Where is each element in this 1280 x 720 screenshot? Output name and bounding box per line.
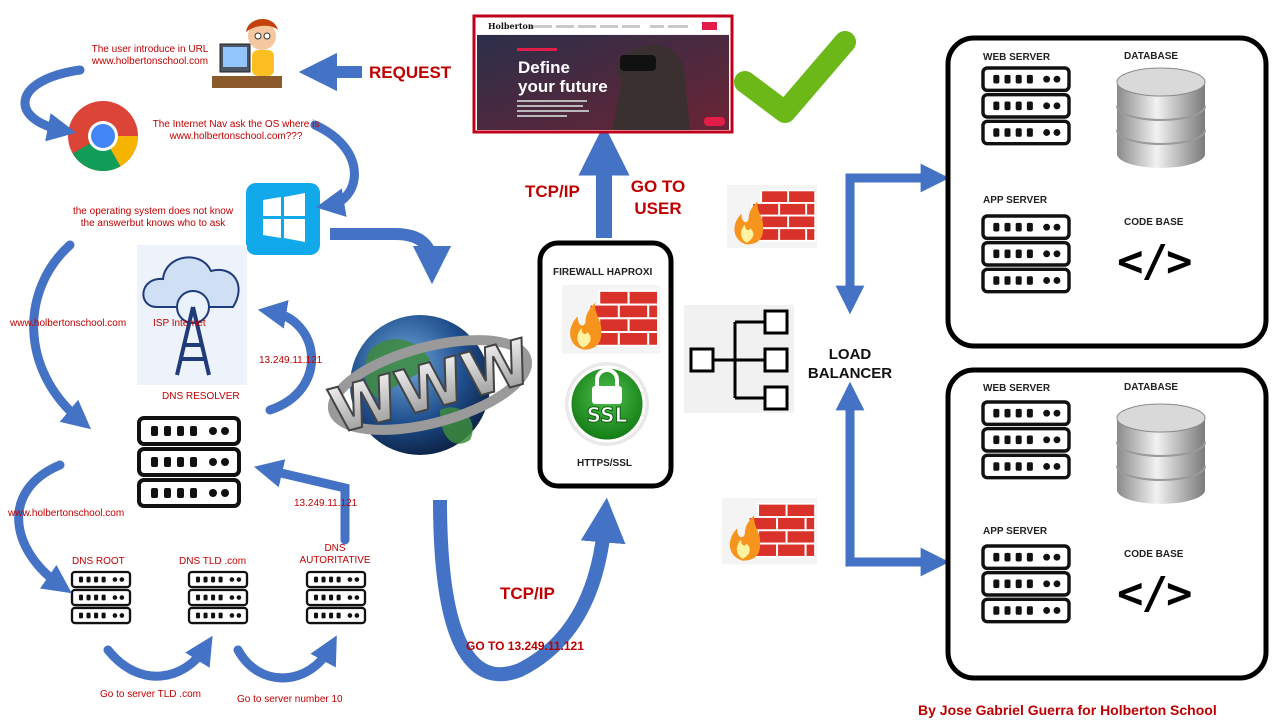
load-balancer-label: LOAD BALANCER (795, 345, 905, 383)
code-base-bottom-label: CODE BASE (1124, 549, 1184, 560)
database-bottom-label: DATABASE (1124, 382, 1179, 393)
resolver-url-label-2: www.holbertonschool.com (8, 508, 125, 519)
load-balancer-arrows (835, 163, 950, 577)
dns-authoritative-server-icon (305, 570, 367, 625)
user-step-text: The user introduce in URL www.holbertons… (70, 44, 230, 68)
go-to-server-number-label: Go to server number 10 (237, 694, 343, 705)
dns-tld-label: DNS TLD .com (179, 556, 247, 567)
load-balancer-line2: BALANCER (807, 365, 893, 382)
dns-root-server-icon (70, 570, 132, 625)
resolver-ip-return-2: 13.249.11.121 (294, 498, 358, 509)
website-preview (472, 14, 734, 134)
os-step-line1: the operating system does not know (72, 206, 234, 217)
go-to-user-line2: USER (634, 199, 682, 218)
code-base-top-label: CODE BASE (1124, 217, 1184, 228)
web-server-bottom-label: WEB SERVER (983, 383, 1051, 394)
go-to-user-label: GO TO USER (618, 176, 698, 220)
flow-arrows-left (14, 65, 359, 683)
dns-authoritative-label: DNS AUTORITATIVE (290, 543, 380, 567)
database-top-icon (1116, 67, 1206, 169)
browser-step-line2: www.holbertonschool.com??? (169, 131, 303, 142)
author-credit: By Jose Gabriel Guerra for Holberton Sch… (918, 702, 1217, 718)
code-base-top-icon: </> (1117, 236, 1192, 287)
web-server-bottom-icon (981, 400, 1071, 480)
os-step-text: the operating system does not know the a… (58, 206, 248, 230)
firewall-icon-top (726, 184, 818, 249)
isp-tower-icon (137, 245, 247, 385)
ssl-label: SSL (587, 403, 628, 427)
database-bottom-icon (1116, 403, 1206, 505)
user-at-computer-icon (212, 18, 282, 88)
isp-internet-label: ISP Internet (153, 318, 206, 329)
web-server-top-icon (981, 66, 1071, 146)
dns-resolver-label: DNS RESOLVER (162, 391, 240, 402)
os-to-www-arrow (330, 228, 452, 285)
app-server-bottom-icon (981, 544, 1071, 624)
chrome-browser-icon (68, 101, 138, 171)
dns-resolver-server-icon (137, 416, 241, 508)
go-to-ip-label: GO TO 13.249.11.121 (466, 639, 584, 653)
web-server-top-label: WEB SERVER (983, 52, 1051, 63)
dns-authoritative-line2: AUTORITATIVE (299, 555, 371, 566)
go-to-user-line1: GO TO (630, 177, 686, 196)
dns-tld-server-icon (187, 570, 249, 625)
browser-step-text: The Internet Nav ask the OS where is www… (136, 119, 336, 143)
website-brand: Holberton (488, 21, 534, 31)
go-to-tld-label: Go to server TLD .com (100, 689, 201, 700)
app-server-bottom-label: APP SERVER (983, 526, 1048, 537)
app-server-top-label: APP SERVER (983, 195, 1048, 206)
windows-os-icon (246, 183, 320, 255)
ssl-lock-icon: SSL (565, 362, 649, 446)
https-ssl-label: HTTPS/SSL (577, 458, 633, 469)
website-headline-1: Define (518, 58, 570, 77)
database-top-label: DATABASE (1124, 51, 1179, 62)
user-step-line1: The user introduce in URL (91, 44, 209, 55)
load-balancer-line1: LOAD (828, 346, 872, 363)
firewall-icon (561, 284, 661, 355)
firewall-haproxy-title: FIREWALL HAPROXI (553, 267, 653, 278)
os-step-line2: the answerbut knows who to ask (80, 218, 226, 229)
load-balancer-icon (684, 305, 794, 413)
resolver-url-label-1: www.holbertonschool.com (10, 318, 127, 329)
tcpip-bottom-label: TCP/IP (500, 584, 555, 603)
website-headline-2: your future (518, 77, 608, 96)
tcpip-top-label: TCP/IP (525, 182, 580, 201)
resolver-ip-return-1: 13.249.11.121 (259, 355, 323, 366)
browser-step-line1: The Internet Nav ask the OS where is (152, 119, 320, 130)
dns-authoritative-line1: DNS (324, 543, 346, 554)
code-base-bottom-icon: </> (1117, 568, 1192, 619)
request-label: REQUEST (369, 63, 452, 82)
user-step-line2: www.holbertonschool.com (91, 56, 209, 67)
www-globe-icon: WWW (321, 315, 540, 455)
app-server-top-icon (981, 214, 1071, 294)
firewall-icon-bottom (721, 497, 818, 566)
dns-root-label: DNS ROOT (72, 556, 125, 567)
tcpip-to-firewall-arrow (433, 497, 626, 682)
success-check-icon (734, 31, 856, 123)
